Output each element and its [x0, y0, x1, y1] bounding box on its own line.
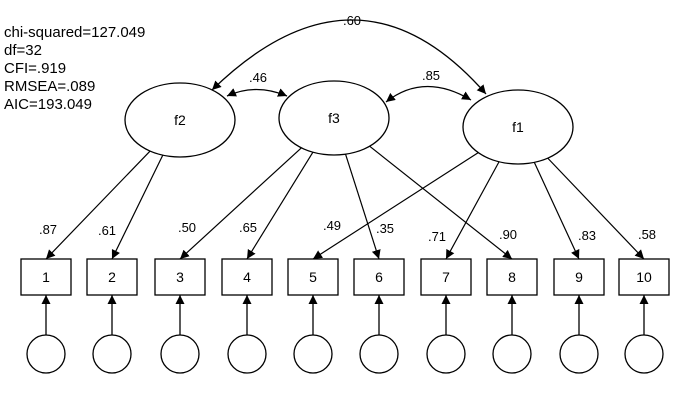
- loading-arrow-f1-x10: [547, 157, 645, 260]
- indicator-label-x3: 3: [176, 269, 184, 285]
- indicator-label-x10: 10: [636, 269, 652, 285]
- loading-label-x8: .90: [499, 227, 517, 242]
- indicator-box-x9: [553, 258, 605, 296]
- factor-loadings: .87 .61 .50 .65 .49 .35 .71 .90 .83 .58: [39, 145, 656, 260]
- indicator-box-x5: [287, 258, 339, 296]
- factor-label-f1: f1: [512, 119, 524, 135]
- fit-chi-squared: chi-squared=127.049: [4, 24, 145, 41]
- indicator-box-x2: [86, 258, 138, 296]
- factor-correlations: .60 .46 .85: [211, 13, 487, 103]
- fit-statistics: chi-squared=127.049 df=32 CFI=.919 RMSEA…: [4, 24, 145, 113]
- fit-df: df=32: [4, 42, 42, 59]
- error-terms: [26, 295, 664, 374]
- loading-arrow-f3-x3: [179, 147, 302, 260]
- indicator-box-x1: [20, 258, 72, 296]
- error-circle-x7: [426, 334, 466, 374]
- fit-cfi: CFI=.919: [4, 60, 66, 77]
- indicator-box-x4: [221, 258, 273, 296]
- error-circle-x10: [624, 334, 664, 374]
- indicator-label-x6: 6: [375, 269, 383, 285]
- factor-ellipse-f1: [462, 89, 574, 165]
- indicator-box-x6: [353, 258, 405, 296]
- indicator-label-x2: 2: [108, 269, 116, 285]
- latent-factors: f2 f3 f1: [124, 80, 574, 165]
- indicator-box-x7: [420, 258, 472, 296]
- loading-label-x7: .71: [428, 229, 446, 244]
- error-circle-x1: [26, 334, 66, 374]
- loading-label-x4: .65: [239, 220, 257, 235]
- correlation-arrow-f2-f1: [211, 19, 487, 95]
- correlation-label-f2-f1: .60: [343, 13, 361, 28]
- loading-arrow-f3-x8: [369, 145, 513, 260]
- loading-label-x2: .61: [98, 223, 116, 238]
- factor-label-f3: f3: [328, 110, 340, 126]
- correlation-arrow-f2-f3: [226, 88, 288, 97]
- error-circle-x3: [160, 334, 200, 374]
- loading-arrow-f2-x2: [111, 154, 164, 260]
- loading-label-x1: .87: [39, 222, 57, 237]
- indicator-box-x3: [154, 258, 206, 296]
- loading-arrow-f3-x4: [246, 151, 314, 260]
- loading-arrow-f2-x1: [45, 150, 151, 260]
- error-circle-x9: [559, 334, 599, 374]
- loading-arrow-f1-x7: [445, 161, 500, 260]
- loading-arrow-f1-x5: [312, 152, 479, 260]
- loading-label-x3: .50: [178, 220, 196, 235]
- indicator-label-x7: 7: [442, 269, 450, 285]
- loading-label-x6: .35: [376, 221, 394, 236]
- error-circle-x8: [492, 334, 532, 374]
- factor-ellipse-f2: [124, 82, 236, 158]
- error-circle-x5: [293, 334, 333, 374]
- indicator-label-x9: 9: [575, 269, 583, 285]
- correlation-arrow-f3-f1: [385, 85, 472, 103]
- correlation-label-f2-f3: .46: [249, 70, 267, 85]
- indicator-box-x8: [486, 258, 538, 296]
- error-circle-x6: [359, 334, 399, 374]
- loading-arrow-f1-x9: [533, 162, 580, 260]
- loading-label-x9: .83: [578, 228, 596, 243]
- loading-arrow-f3-x6: [344, 153, 381, 260]
- factor-label-f2: f2: [174, 112, 186, 128]
- indicator-label-x4: 4: [243, 269, 251, 285]
- fit-aic: AIC=193.049: [4, 96, 92, 113]
- factor-ellipse-f3: [278, 80, 390, 156]
- fit-rmsea: RMSEA=.089: [4, 78, 95, 95]
- indicator-box-x10: [618, 258, 670, 296]
- indicator-label-x5: 5: [309, 269, 317, 285]
- observed-indicators: 1 2 3 4 5 6 7 8 9 10: [20, 258, 670, 296]
- indicator-label-x8: 8: [508, 269, 516, 285]
- error-circle-x4: [227, 334, 267, 374]
- loading-label-x10: .58: [638, 227, 656, 242]
- error-circle-x2: [92, 334, 132, 374]
- indicator-label-x1: 1: [42, 269, 50, 285]
- correlation-label-f3-f1: .85: [422, 68, 440, 83]
- loading-label-x5: .49: [323, 218, 341, 233]
